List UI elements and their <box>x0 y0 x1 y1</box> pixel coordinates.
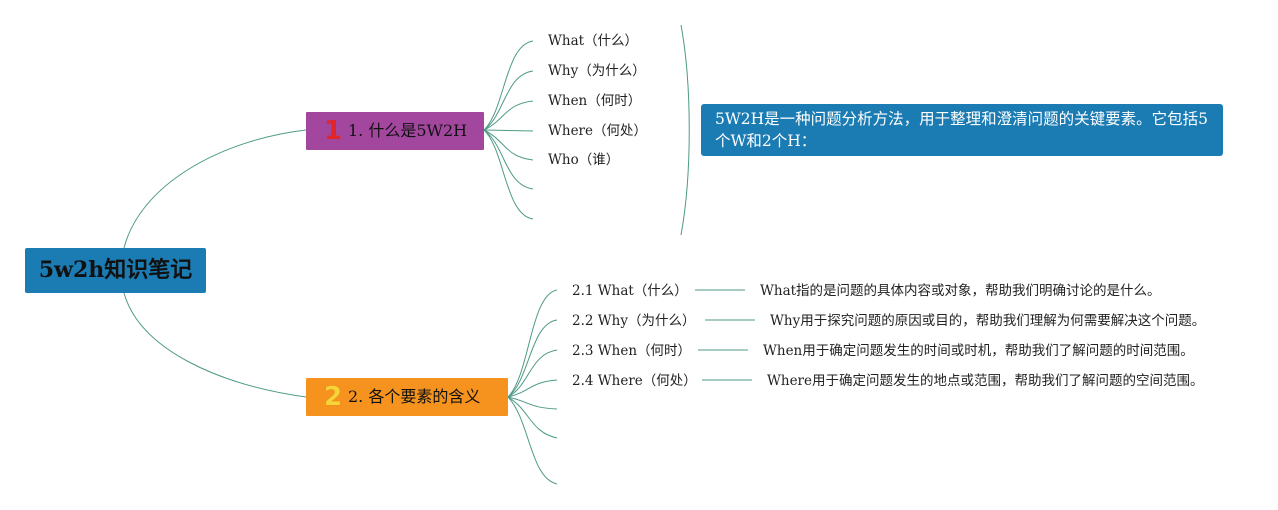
connector-b1-item1 <box>483 40 534 131</box>
connector-b2-item2 <box>507 319 558 398</box>
root-label: 5w2h知识笔记 <box>38 257 193 283</box>
b2-item-why-label: 2.2 Why（为什么） <box>572 313 696 329</box>
connector-b2-item6 <box>507 396 558 439</box>
connector-b2-item3 <box>507 349 558 398</box>
b1-item-why[interactable]: Why（为什么） <box>548 61 646 81</box>
connector-b1-item7 <box>483 129 534 220</box>
root-node[interactable]: 5w2h知识笔记 <box>25 248 206 293</box>
connector-b1-item2 <box>483 70 534 131</box>
b2-desc-what-text: What指的是问题的具体内容或对象，帮助我们明确讨论的是什么。 <box>760 283 1161 299</box>
connector-b1-item5 <box>483 129 534 161</box>
b1-item-who[interactable]: Who（谁） <box>548 150 619 170</box>
b1-item-why-label: Why（为什么） <box>548 63 646 79</box>
b2-desc-where-text: Where用于确定问题发生的地点或范围，帮助我们了解问题的空间范围。 <box>767 373 1204 389</box>
b2-desc-when-text: When用于确定问题发生的时间或时机，帮助我们了解问题的时间范围。 <box>763 343 1194 359</box>
b2-item-what-label: 2.1 What（什么） <box>572 283 688 299</box>
number-two-icon: 2 <box>324 382 343 412</box>
connector-root-branch2 <box>123 292 307 398</box>
b2-item-where-label: 2.4 Where（何处） <box>572 373 697 389</box>
summary-bracket <box>680 24 690 236</box>
connector-b1-item4 <box>483 129 534 132</box>
summary-text: 5W2H是一种问题分析方法，用于整理和澄清问题的关键要素。它包括5个W和2个H： <box>715 110 1209 150</box>
b1-item-when[interactable]: When（何时） <box>548 91 641 111</box>
b2-item-when[interactable]: 2.3 When（何时） <box>572 341 691 361</box>
connector-b2-item1 <box>507 289 558 398</box>
b2-desc-when[interactable]: When用于确定问题发生的时间或时机，帮助我们了解问题的时间范围。 <box>763 341 1194 361</box>
b2-desc-what[interactable]: What指的是问题的具体内容或对象，帮助我们明确讨论的是什么。 <box>760 281 1161 301</box>
b1-item-what-label: What（什么） <box>548 33 639 49</box>
connector-root-branch1 <box>123 129 307 249</box>
b1-item-who-label: Who（谁） <box>548 152 620 168</box>
branch1-label: 1. 什么是5W2H <box>348 121 468 140</box>
b2-item-when-label: 2.3 When（何时） <box>572 343 692 359</box>
branch-node-1[interactable]: 1 1. 什么是5W2H <box>306 112 484 150</box>
branch2-label: 2. 各个要素的含义 <box>348 387 481 406</box>
b1-item-when-label: When（何时） <box>548 93 642 109</box>
connector-b1-item3 <box>483 100 534 131</box>
branch-node-2[interactable]: 2 2. 各个要素的含义 <box>306 378 508 416</box>
connector-b2-item7 <box>507 396 558 485</box>
connector-b2-item4 <box>507 379 558 398</box>
b2-item-what[interactable]: 2.1 What（什么） <box>572 281 688 301</box>
summary-callout[interactable]: 5W2H是一种问题分析方法，用于整理和澄清问题的关键要素。它包括5个W和2个H： <box>701 104 1223 156</box>
b2-desc-why-text: Why用于探究问题的原因或目的，帮助我们理解为何需要解决这个问题。 <box>770 313 1206 329</box>
connector-b1-item6 <box>483 129 534 190</box>
b2-item-where[interactable]: 2.4 Where（何处） <box>572 371 697 391</box>
b1-item-where-label: Where（何处） <box>548 123 648 139</box>
b2-desc-why[interactable]: Why用于探究问题的原因或目的，帮助我们理解为何需要解决这个问题。 <box>770 311 1205 331</box>
b1-item-what[interactable]: What（什么） <box>548 31 638 51</box>
b2-desc-where[interactable]: Where用于确定问题发生的地点或范围，帮助我们了解问题的空间范围。 <box>767 371 1204 391</box>
connector-b2-item5 <box>507 396 558 410</box>
b1-item-where[interactable]: Where（何处） <box>548 121 647 141</box>
number-one-icon: 1 <box>324 116 343 146</box>
b2-item-why[interactable]: 2.2 Why（为什么） <box>572 311 695 331</box>
